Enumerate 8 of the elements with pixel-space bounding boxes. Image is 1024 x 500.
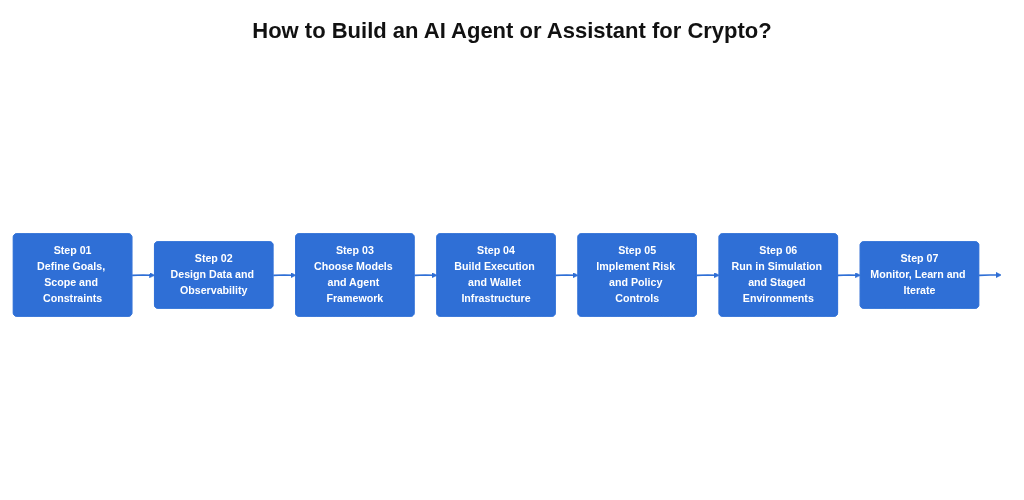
arrow: [978, 272, 1002, 278]
arrow: [837, 272, 861, 279]
diagram-title: How to Build an AI Agent or Assistant for Crypto?: [252, 18, 772, 44]
arrow: [131, 272, 156, 279]
arrow: [413, 272, 438, 279]
arrow: [272, 272, 297, 279]
arrow: [695, 272, 720, 279]
arrow: [554, 272, 579, 279]
